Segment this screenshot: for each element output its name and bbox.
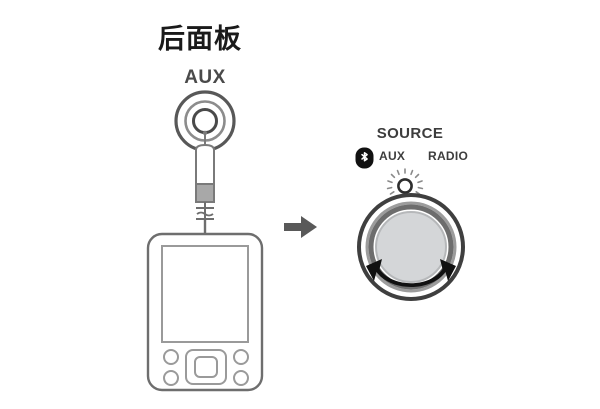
device-button	[233, 370, 249, 386]
source-mode-radio-label: RADIO	[428, 149, 469, 163]
source-rotary-knob[interactable]	[356, 192, 466, 302]
aux-label: AUX	[184, 67, 226, 88]
audio-plug	[195, 143, 215, 234]
portable-media-player	[146, 232, 264, 392]
source-mode-aux-label: AUX	[379, 149, 406, 163]
led-indicator	[386, 168, 424, 195]
device-button	[163, 349, 179, 365]
page-title: 后面板	[158, 24, 242, 55]
rotation-arrow-icon	[366, 259, 456, 287]
device-button	[163, 370, 179, 386]
device-screen	[161, 245, 249, 343]
device-button	[233, 349, 249, 365]
flow-arrow-icon	[284, 216, 317, 238]
bluetooth-icon	[355, 147, 374, 169]
cable-stub	[202, 130, 208, 146]
aux-device-illustration	[146, 90, 264, 392]
dpad-inner	[194, 356, 218, 378]
knob-face	[375, 211, 447, 283]
source-heading: SOURCE	[376, 125, 444, 142]
led-core	[397, 178, 413, 194]
